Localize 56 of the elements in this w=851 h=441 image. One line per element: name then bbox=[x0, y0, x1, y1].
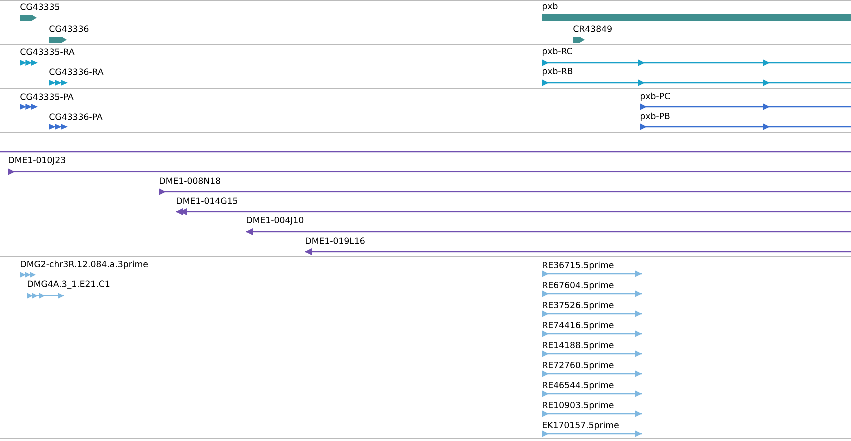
node-label: CR43849 bbox=[574, 26, 612, 32]
gene-feature: CG43336-PA bbox=[49, 114, 103, 130]
gene-feature: CG43335-RA bbox=[20, 48, 75, 66]
node-label: CG43335-RA bbox=[20, 48, 75, 56]
node-label: CG43335 bbox=[20, 4, 60, 10]
gene-feature: pxb-RC bbox=[542, 48, 851, 66]
node-label: RE37526.5prime bbox=[543, 302, 614, 310]
node-label: RE10903.5prime bbox=[543, 402, 614, 410]
gene-feature: RE74416.5prime bbox=[542, 322, 642, 338]
gene-feature: DMG2-chr3R.12.084.a.3prime bbox=[20, 260, 148, 278]
node-label: DME1-010J23 bbox=[9, 156, 66, 166]
node-label: DMG2-chr3R.12.084.a.3prime bbox=[21, 260, 148, 270]
gene-feature: DME1-019L16 bbox=[305, 238, 851, 256]
gene-feature: RE72760.5prime bbox=[542, 362, 642, 378]
gene-feature: DME1-014G15 bbox=[176, 198, 851, 216]
gene-feature: RE46544.5prime bbox=[542, 382, 642, 398]
gene-feature: RE10903.5prime bbox=[542, 402, 642, 418]
node-label: RE72760.5prime bbox=[543, 362, 614, 370]
gene-feature: pxb-RB bbox=[542, 68, 851, 86]
gene-feature: CG43336-RA bbox=[49, 68, 104, 86]
node-label: RE74416.5prime bbox=[543, 322, 614, 330]
node-label: pxb-RC bbox=[542, 48, 572, 56]
node-label: CG43335-PA bbox=[20, 94, 74, 100]
node-label: RE14188.5prime bbox=[543, 342, 614, 350]
node-label: pxb-PC bbox=[640, 92, 670, 102]
node-label: DME1-019L16 bbox=[306, 238, 365, 244]
gene-feature: RE14188.5prime bbox=[542, 342, 642, 358]
gene-feature: CG43335 bbox=[20, 4, 60, 21]
gene-feature: DME1-010J23 bbox=[8, 156, 851, 176]
gene-feature: CR43849 bbox=[573, 26, 612, 43]
node-label: CG43336-RA bbox=[50, 68, 104, 76]
node-label: EK170157.5prime bbox=[543, 422, 619, 430]
node-label: pxb-RB bbox=[542, 68, 573, 76]
gene-feature: EK170157.5prime bbox=[542, 422, 642, 438]
gene-feature: RE67604.5prime bbox=[542, 282, 642, 298]
node-label: RE67604.5prime bbox=[543, 282, 614, 290]
node-label: RE36715.5prime bbox=[543, 262, 614, 270]
gene-feature: pxb-PB bbox=[640, 112, 851, 130]
node-label: DME1-004J10 bbox=[247, 216, 304, 226]
gene-feature: RE37526.5prime bbox=[542, 302, 642, 318]
node-label: pxb bbox=[542, 2, 558, 12]
gene-feature: DME1-008N18 bbox=[159, 178, 851, 196]
gene-feature: RE36715.5prime bbox=[542, 262, 642, 278]
node-label: pxb-PB bbox=[640, 112, 670, 122]
node-label: RE46544.5prime bbox=[543, 382, 614, 390]
gene-feature: DMG4A.3_1.E21.C1 bbox=[27, 280, 110, 299]
gene-feature: pxb bbox=[542, 2, 851, 22]
node-label: DME1-014G15 bbox=[177, 198, 238, 204]
gene-feature: pxb-PC bbox=[640, 92, 851, 110]
gene-feature: CG43336 bbox=[49, 26, 89, 43]
gene-feature: DME1-004J10 bbox=[246, 216, 851, 236]
node-label: CG43336 bbox=[50, 26, 89, 32]
node-label: DME1-008N18 bbox=[160, 178, 220, 184]
gene-feature: CG43335-PA bbox=[20, 94, 74, 110]
node-label: DMG4A.3_1.E21.C1 bbox=[28, 280, 110, 290]
node-label: CG43336-PA bbox=[50, 114, 103, 120]
